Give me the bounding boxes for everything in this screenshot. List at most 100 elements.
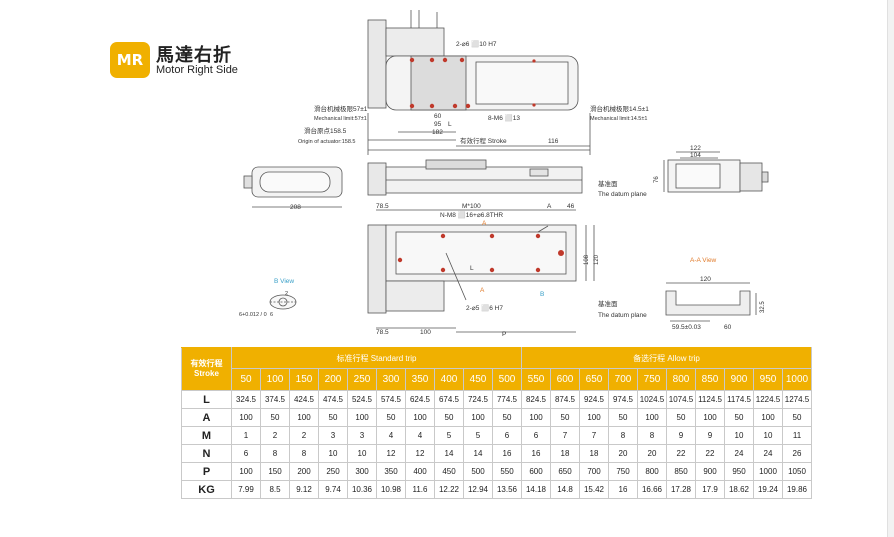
label-d208: 208 [290,204,301,211]
label-m100: M*100 [462,203,481,210]
table-cell: 150 [260,462,290,481]
stroke-value-cell: 350 [405,368,435,391]
table-cell: 5 [463,426,493,445]
row-label: A [181,408,232,427]
right-end-view [663,151,769,193]
label-d60b: 60 [724,324,732,331]
table-cell: 50 [318,408,348,427]
row-label: L [181,390,232,409]
stroke-value-cell: 950 [753,368,783,391]
table-cell: 1024.5 [637,390,667,409]
table-cell: 14 [463,444,493,463]
table-cell: 850 [666,462,696,481]
table-cell: 6 [231,444,261,463]
table-cell: 250 [318,462,348,481]
label-m6: 8-M6 ⬜13 [488,114,520,122]
table-cell: 10.98 [376,480,406,499]
label-mech-left-en: Mechanical limit:57±1 [314,116,367,122]
table-cell: 100 [579,408,609,427]
table-cell: 2 [289,426,319,445]
table-cell: 3 [347,426,377,445]
table-cell: 7 [550,426,580,445]
table-cell: 50 [434,408,464,427]
label-tol2: 2 [285,291,288,297]
table-cell: 324.5 [231,390,261,409]
table-cell: 424.5 [289,390,319,409]
table-cell: 774.5 [492,390,522,409]
label-d785b: 78.5 [376,329,389,336]
table-cell: 6 [492,426,522,445]
table-cell: 524.5 [347,390,377,409]
label-aaview: A-A View [690,257,717,264]
table-cell: 50 [492,408,522,427]
label-d60: 60 [434,113,442,120]
table-cell: 16.66 [637,480,667,499]
stroke-value-cell: 700 [608,368,638,391]
table-cell: 7.99 [231,480,261,499]
right-scroll-edge [887,0,894,537]
stroke-value-cell: 600 [550,368,580,391]
table-cell: 100 [347,408,377,427]
table-cell: 974.5 [608,390,638,409]
table-cell: 24 [724,444,754,463]
stroke-value-cell: 850 [695,368,725,391]
row-label: M [181,426,232,445]
table-cell: 24 [753,444,783,463]
spec-table: 有效行程 Stroke 标准行程 Standard trip 备选行程 Allo… [181,347,812,499]
table-cell: 4 [405,426,435,445]
table-cell: 750 [608,462,638,481]
b-view [269,294,297,310]
table-cell: 100 [231,462,261,481]
stroke-header-cell: 有效行程 Stroke [181,347,232,391]
table-cell: 1174.5 [724,390,754,409]
table-cell: 14 [434,444,464,463]
table-cell: 7 [579,426,609,445]
table-cell: 15.42 [579,480,609,499]
stroke-value-cell: 650 [579,368,609,391]
stroke-value-cell: 300 [376,368,406,391]
stroke-value-cell: 750 [637,368,667,391]
table-cell: 9 [695,426,725,445]
mr-logo: MR [110,42,150,78]
label-B-marker: B [540,291,544,298]
label-hole-bottom: 2-⌀5 ⬜6 H7 [466,304,503,312]
table-cell: 800 [637,462,667,481]
stroke-value-cell: 100 [260,368,290,391]
table-cell: 9.74 [318,480,348,499]
stroke-value-cell: 900 [724,368,754,391]
top-view [367,10,591,155]
table-cell: 22 [666,444,696,463]
label-tol6: 6 [270,312,273,318]
table-cell: 12.94 [463,480,493,499]
table-cell: 13.56 [492,480,522,499]
aa-view [665,282,757,322]
table-cell: 8 [608,426,638,445]
table-cell: 1124.5 [695,390,725,409]
table-cell: 8.5 [260,480,290,499]
label-d325: 32.5 [760,301,766,313]
stroke-label-en: Stroke [194,369,219,378]
table-cell: 650 [550,462,580,481]
side-view [367,159,583,196]
table-cell: 574.5 [376,390,406,409]
table-cell: 1274.5 [782,390,812,409]
table-cell: 10 [724,426,754,445]
label-datum-en-bottom: The datum plane [598,312,647,319]
table-cell: 50 [260,408,290,427]
table-cell: 12.22 [434,480,464,499]
table-cell: 374.5 [260,390,290,409]
label-d122: 122 [690,145,701,152]
table-cell: 50 [550,408,580,427]
label-d595: 59.5±0.03 [672,324,701,331]
table-cell: 50 [724,408,754,427]
table-cell: 1224.5 [753,390,783,409]
table-cell: 600 [521,462,551,481]
label-datum-cn-top: 基准面 [598,179,618,188]
label-d120v: 120 [594,254,600,265]
table-cell: 14.18 [521,480,551,499]
stroke-value-cell: 150 [289,368,319,391]
